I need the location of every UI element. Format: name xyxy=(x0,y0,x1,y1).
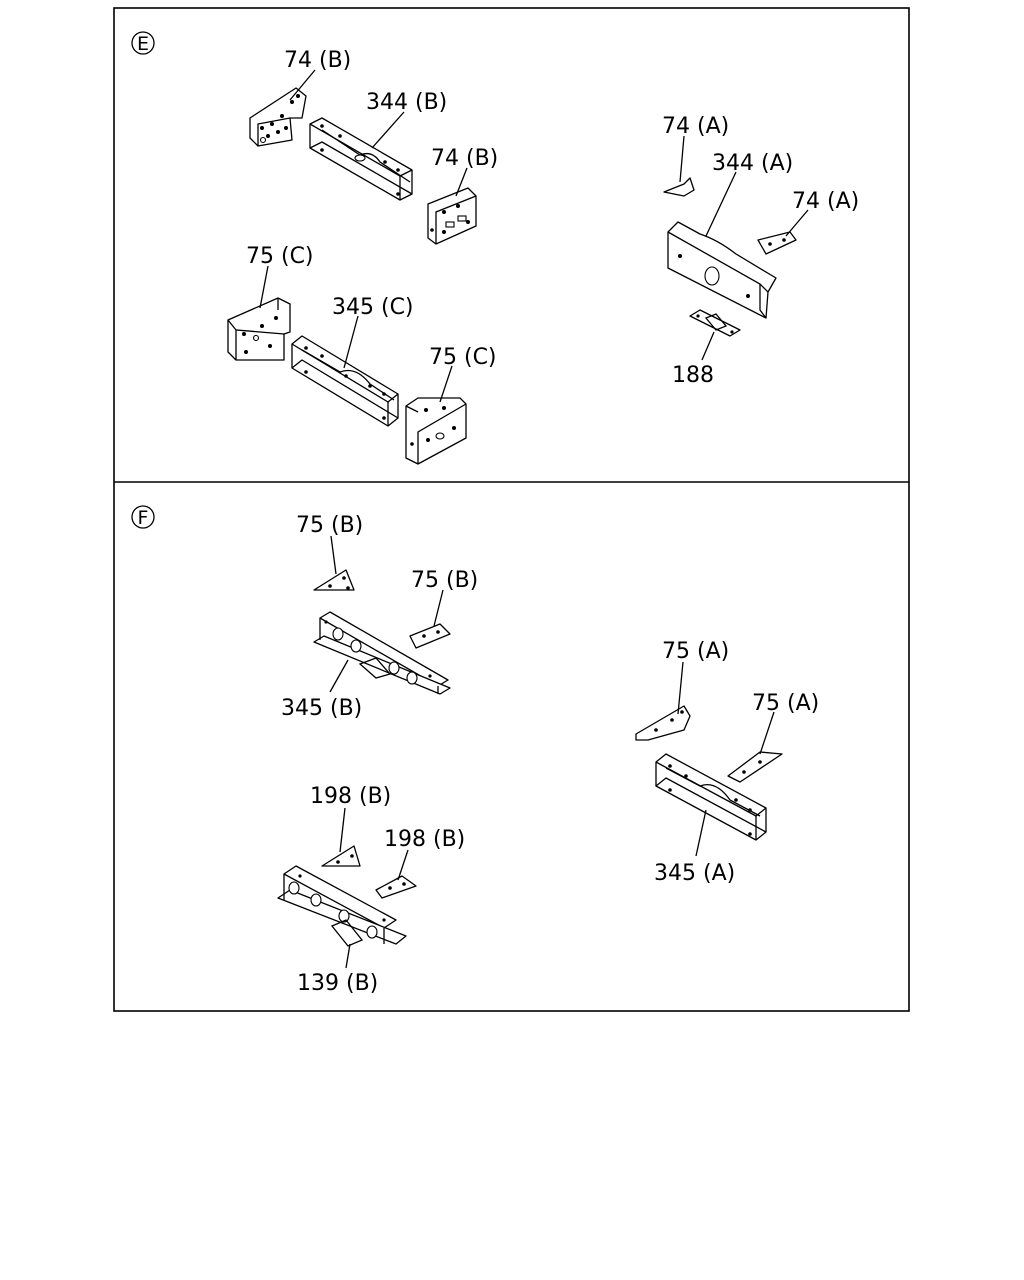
part-75c-right-bracket xyxy=(405,397,467,465)
label-74a-upper: 74 (A) xyxy=(662,114,729,139)
part-344b-crossmember xyxy=(309,117,413,201)
panel-f-badge-text: F xyxy=(138,507,149,529)
label-74b-upper: 74 (B) xyxy=(284,48,351,73)
part-75c-left-bracket xyxy=(227,297,291,361)
label-74a-lower: 74 (A) xyxy=(792,189,859,214)
panel-e: E 74 (B) 344 (B) xyxy=(131,31,859,465)
part-345a-crossmember xyxy=(655,753,767,841)
part-75b-lower-gusset xyxy=(409,623,451,649)
part-198b-upper-gusset xyxy=(321,845,361,867)
part-74b-lower-bracket xyxy=(427,187,477,245)
label-198b-upper: 198 (B) xyxy=(310,784,391,809)
part-75b-upper-gusset xyxy=(313,569,355,591)
label-188: 188 xyxy=(672,363,714,388)
label-344a: 344 (A) xyxy=(712,151,793,176)
panel-f-badge: F xyxy=(131,505,155,529)
label-75b-lower: 75 (B) xyxy=(411,568,478,593)
label-345c: 345 (C) xyxy=(332,295,414,320)
part-139b-crossmember xyxy=(277,865,407,947)
label-345a: 345 (A) xyxy=(654,861,735,886)
label-75c-right: 75 (C) xyxy=(429,345,497,370)
part-74a-upper-bracket xyxy=(663,177,695,197)
label-74b-lower: 74 (B) xyxy=(431,146,498,171)
part-74b-upper-bracket xyxy=(249,87,307,147)
panel-f: F 75 (B) 75 (B) 345 (B xyxy=(131,505,819,996)
part-188-mount xyxy=(689,309,741,337)
part-344a-crossmember xyxy=(667,221,777,319)
diagram-frame xyxy=(113,7,910,1012)
label-75a-lower: 75 (A) xyxy=(752,691,819,716)
part-198b-lower-gusset xyxy=(375,875,417,899)
label-75c-left: 75 (C) xyxy=(246,244,314,269)
panel-e-badge-text: E xyxy=(137,33,149,55)
part-74a-lower-bracket xyxy=(757,231,797,255)
part-345b-crossmember xyxy=(313,611,451,695)
part-75a-lower-gusset xyxy=(727,751,783,783)
label-75b-upper: 75 (B) xyxy=(296,513,363,538)
panel-e-badge: E xyxy=(131,31,155,55)
label-75a-upper: 75 (A) xyxy=(662,639,729,664)
part-75a-upper-gusset xyxy=(635,705,691,741)
label-344b: 344 (B) xyxy=(366,90,447,115)
label-345b: 345 (B) xyxy=(281,696,362,721)
label-198b-lower: 198 (B) xyxy=(384,827,465,852)
label-139b: 139 (B) xyxy=(297,971,378,996)
part-345c-crossmember xyxy=(291,335,399,427)
